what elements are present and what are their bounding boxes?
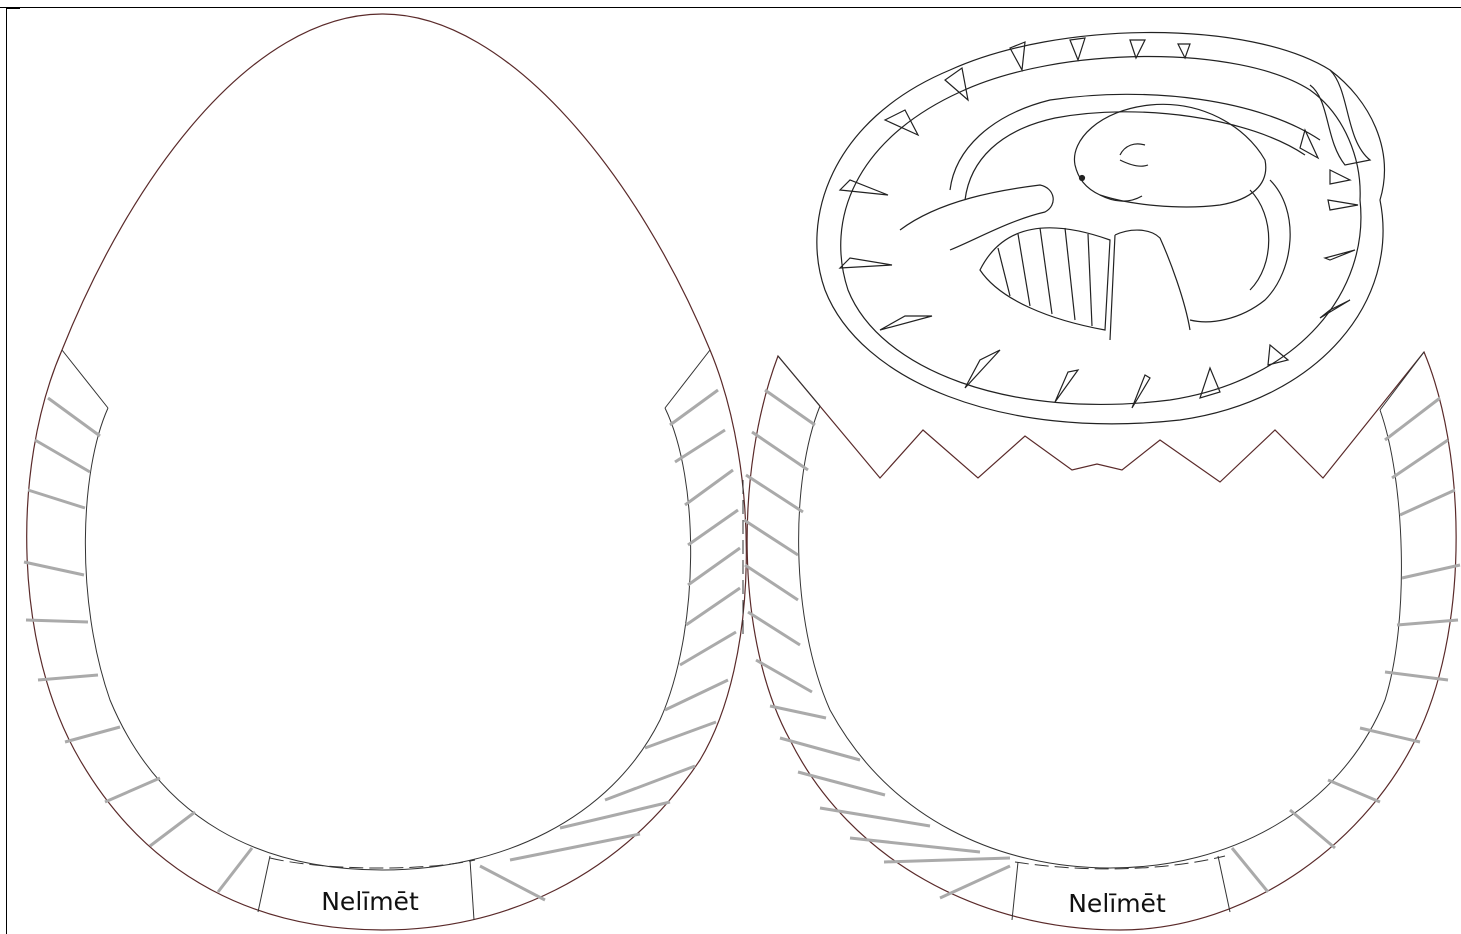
dino-arm bbox=[899, 184, 1054, 251]
right-no-glue-separator-2 bbox=[1217, 855, 1231, 913]
baby-dinosaur-illustration bbox=[816, 31, 1385, 425]
dino-eyebrow bbox=[1119, 143, 1146, 156]
left-no-glue-dashed bbox=[269, 857, 476, 869]
right-no-glue-dashed bbox=[1014, 855, 1226, 870]
dino-closed-eye bbox=[1119, 159, 1149, 167]
page-border-top bbox=[0, 7, 1461, 8]
left-piece-fold-lines bbox=[23, 388, 741, 902]
right-piece-fold-lines bbox=[743, 388, 1461, 900]
right-tab-edge-right bbox=[1379, 351, 1425, 411]
left-egg-piece: Nelīmēt bbox=[23, 13, 747, 931]
left-egg-outline bbox=[26, 13, 747, 931]
page-border-left bbox=[6, 7, 7, 934]
right-egg-outline bbox=[746, 350, 1457, 931]
left-tab-edge-right bbox=[664, 349, 711, 409]
right-tab-edge-left bbox=[777, 355, 821, 407]
left-no-glue-label: Nelīmēt bbox=[321, 887, 419, 916]
right-egg-inner-outline bbox=[798, 405, 1402, 869]
dino-body-coil bbox=[949, 93, 1321, 201]
left-tab-edge-left bbox=[61, 349, 109, 409]
right-egg-piece: Nelīmēt bbox=[742, 350, 1461, 931]
left-egg-inner-outline bbox=[84, 407, 692, 871]
dino-body-lower bbox=[1189, 179, 1291, 323]
dino-belly-stripes bbox=[997, 227, 1093, 327]
dino-nostril bbox=[1078, 174, 1086, 182]
dino-back-spikes bbox=[838, 37, 1359, 409]
right-no-glue-label: Nelīmēt bbox=[1068, 889, 1166, 918]
dino-tail-tip bbox=[1309, 69, 1372, 166]
page-corner-tick bbox=[6, 7, 20, 9]
dino-belly bbox=[979, 227, 1111, 331]
dino-smile bbox=[1099, 194, 1143, 202]
dino-head bbox=[1073, 103, 1267, 208]
dino-nest-inner-ring bbox=[840, 55, 1362, 406]
left-no-glue-separator-1 bbox=[257, 855, 271, 913]
left-no-glue-separator-2 bbox=[469, 859, 475, 921]
right-no-glue-separator-1 bbox=[1011, 861, 1019, 921]
dino-nest-outer-ring bbox=[816, 31, 1385, 425]
dino-leg bbox=[1109, 229, 1191, 341]
